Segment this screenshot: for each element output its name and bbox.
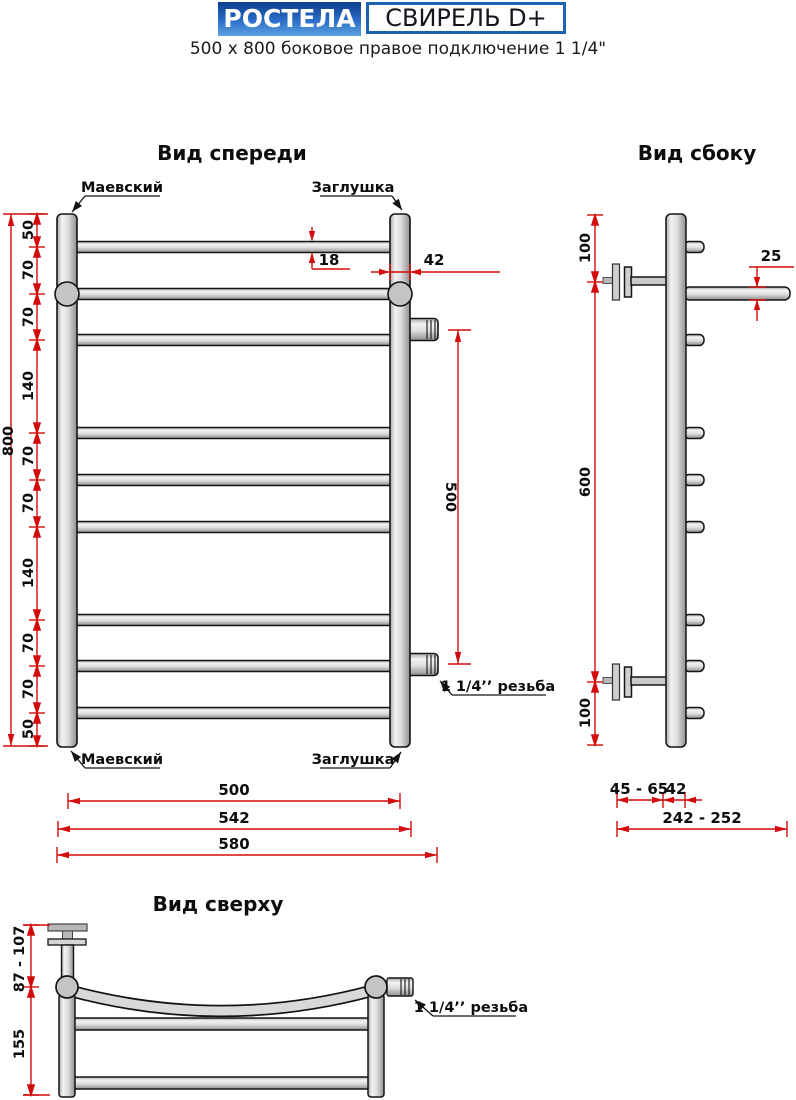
dim-chain-2: 70 xyxy=(21,259,37,281)
dim-width-outer: 542 xyxy=(218,809,250,827)
dim-chain-5: 70 xyxy=(21,445,37,467)
dim-wall-gap: 45 - 65 xyxy=(609,780,669,798)
front-sphere-right xyxy=(387,281,413,307)
top-dimension-lines xyxy=(22,924,50,1096)
top-fitting xyxy=(386,977,414,997)
label-thread-top: 1 1/4’’ резьба xyxy=(413,1000,529,1016)
top-leader-lines xyxy=(414,999,516,1017)
dim-top-depth: 155 xyxy=(12,1028,28,1060)
side-dimension-lines xyxy=(586,214,794,837)
dim-chain-8: 70 xyxy=(21,632,37,654)
side-view-drawing xyxy=(602,213,791,748)
dim-width-total: 580 xyxy=(218,835,250,853)
brand-logo: РОСТЕЛА xyxy=(218,2,361,36)
dim-rung-diameter: 18 xyxy=(318,251,340,269)
dim-wall-distance: 87 - 107 xyxy=(12,925,28,993)
dim-chain-3: 70 xyxy=(21,306,37,328)
dim-connection-spacing: 500 xyxy=(442,481,458,513)
dim-side-top-offset: 100 xyxy=(578,232,594,264)
top-view-title: Вид сверху xyxy=(152,892,284,916)
side-post xyxy=(665,213,687,748)
front-posts xyxy=(56,213,411,748)
side-wall-bracket-top xyxy=(602,263,669,301)
top-wall-bracket xyxy=(47,923,88,980)
top-post-cap-right xyxy=(364,975,388,999)
dim-side-bracket-spacing: 600 xyxy=(578,466,594,498)
dim-side-bottom-offset: 100 xyxy=(578,697,594,729)
dim-width-between-posts: 500 xyxy=(218,781,250,799)
front-dimension-lines xyxy=(3,213,500,863)
dim-side-post-depth: 42 xyxy=(665,780,687,798)
label-maevsky-bottom: Маевский xyxy=(81,752,163,768)
label-maevsky-top: Маевский xyxy=(81,180,163,196)
front-leader-lines xyxy=(70,195,546,769)
front-sphere-left xyxy=(54,281,80,307)
dim-chain-6: 70 xyxy=(21,492,37,514)
dim-post-diameter: 42 xyxy=(423,251,445,269)
side-wall-bracket-bottom xyxy=(602,663,669,701)
top-post-cap-left xyxy=(55,975,79,999)
model-name: СВИРЕЛЬ D+ xyxy=(366,2,566,34)
label-plug-bottom: Заглушка xyxy=(311,752,395,768)
front-fittings xyxy=(405,317,439,677)
dim-overall-height: 800 xyxy=(1,425,17,457)
dim-chain-10: 50 xyxy=(21,718,37,740)
side-view-title: Вид сбоку xyxy=(637,141,757,165)
front-rungs xyxy=(66,240,401,720)
dim-chain-1: 50 xyxy=(21,219,37,241)
front-view-drawing xyxy=(54,213,439,748)
dim-chain-4: 140 xyxy=(21,370,37,402)
dim-pipe-diameter: 25 xyxy=(760,247,782,265)
product-subtitle: 500 x 800 боковое правое подключение 1 1… xyxy=(189,39,607,59)
front-view-title: Вид спереди xyxy=(157,141,307,165)
dim-chain-9: 70 xyxy=(21,678,37,700)
side-rung-stubs xyxy=(683,240,705,720)
side-connection-pipe xyxy=(683,286,791,301)
dim-total-depth: 242 - 252 xyxy=(662,809,742,827)
label-plug-top: Заглушка xyxy=(311,180,395,196)
label-thread-front: 1 1/4’’ резьба xyxy=(440,679,556,695)
top-view-drawing xyxy=(47,923,414,1098)
dim-chain-7: 140 xyxy=(21,557,37,589)
top-rungs xyxy=(65,1017,378,1090)
